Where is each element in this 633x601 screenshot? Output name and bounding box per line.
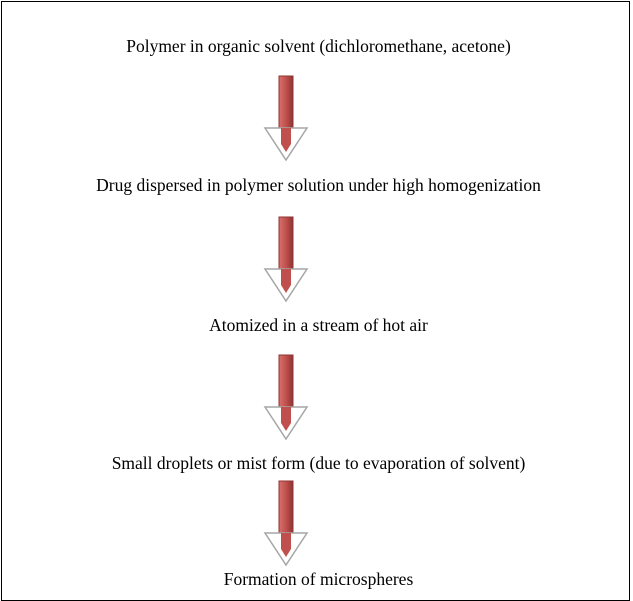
step-1-polymer-solution: Polymer in organic solvent (dichlorometh… [126, 36, 511, 56]
down-arrow-icon [261, 479, 311, 569]
step-3-atomization: Atomized in a stream of hot air [209, 315, 428, 335]
step-4-droplet-formation: Small droplets or mist form (due to evap… [111, 453, 526, 473]
step-5-microsphere-formation: Formation of microspheres [223, 569, 414, 589]
down-arrow-icon [261, 74, 311, 164]
down-arrow-icon [261, 215, 311, 305]
down-arrow-icon [261, 353, 311, 443]
step-2-drug-dispersion: Drug dispersed in polymer solution under… [96, 175, 541, 195]
